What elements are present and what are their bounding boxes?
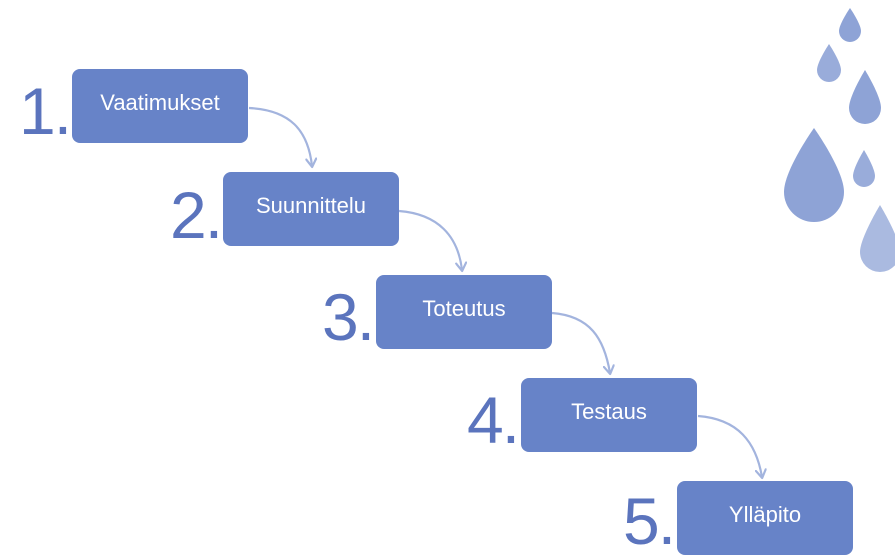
drop-5	[853, 150, 875, 187]
step-box-vaatimukset: Vaatimukset	[72, 69, 248, 143]
step-box-yllapito: Ylläpito	[677, 481, 853, 555]
step-number-4: 4.	[467, 383, 520, 457]
drop-1	[839, 8, 861, 42]
arrow-4-5	[697, 414, 762, 477]
step-box-suunnittelu: Suunnittelu	[223, 172, 399, 246]
drop-2	[817, 44, 841, 82]
arrow-1-2	[248, 106, 312, 166]
arrow-2-3	[398, 209, 462, 270]
step-number-3: 3.	[322, 280, 375, 354]
drop-3	[849, 70, 881, 124]
step-number-2: 2.	[170, 178, 223, 252]
arrow-3-4	[551, 311, 610, 373]
drop-4	[784, 128, 844, 222]
step-number-1: 1.	[19, 74, 72, 148]
step-box-testaus: Testaus	[521, 378, 697, 452]
step-box-toteutus: Toteutus	[376, 275, 552, 349]
drop-6	[860, 205, 895, 272]
step-number-5: 5.	[623, 484, 676, 558]
